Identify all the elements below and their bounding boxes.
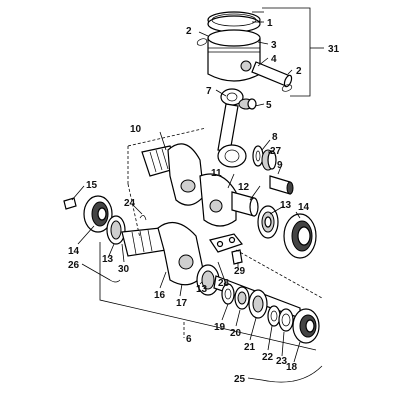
bearing-21 [248, 289, 268, 319]
callout-9: 9 [277, 160, 283, 171]
callout-10: 10 [130, 124, 142, 135]
screw [231, 249, 243, 265]
callout-23: 23 [276, 356, 288, 367]
callout-12: 12 [238, 182, 250, 193]
bracket-31 [262, 7, 324, 97]
connecting-rod [217, 88, 247, 168]
ring-22 [267, 305, 281, 327]
callout-8: 8 [272, 132, 278, 143]
oil-seal-18 [292, 308, 320, 344]
crankshaft-stub [231, 191, 259, 217]
callout-13-lower: 13 [196, 284, 208, 295]
callout-31: 31 [328, 44, 340, 55]
callout-18: 18 [286, 362, 298, 373]
callout-3: 3 [271, 40, 277, 51]
callout-labels: 1 2 3 4 2 31 7 5 10 8 27 9 11 12 13 14 1… [68, 18, 340, 385]
crank-web-lower [157, 221, 205, 286]
callout-6: 6 [186, 334, 192, 345]
big-end-bearing [261, 149, 277, 171]
callout-5: 5 [266, 100, 272, 111]
callout-21: 21 [244, 342, 256, 353]
retainer-plate [209, 233, 244, 253]
ring-23 [278, 308, 294, 332]
callout-4: 4 [271, 54, 277, 65]
callout-16: 16 [154, 290, 166, 301]
callout-2-right: 2 [296, 66, 302, 77]
piston-pin-circlip-right [281, 84, 293, 92]
thrust-washer [252, 145, 264, 167]
callout-19: 19 [214, 322, 226, 333]
oil-seal-14-upper [283, 213, 317, 259]
callout-1: 1 [267, 18, 273, 29]
crank-web-right [199, 173, 237, 227]
snap-ring-25 [261, 365, 323, 383]
callout-29: 29 [234, 266, 246, 277]
callout-24: 24 [124, 198, 136, 209]
callout-25: 25 [234, 374, 246, 385]
callout-13-upper: 13 [280, 200, 292, 211]
callout-27: 27 [270, 146, 282, 157]
crank-web-left [167, 143, 205, 206]
piston [207, 29, 261, 82]
callout-30: 30 [118, 264, 130, 275]
piston-pin-circlip-left [196, 38, 208, 46]
dowel-pin [63, 197, 77, 210]
circlip-26 [109, 279, 121, 283]
callout-15: 15 [86, 180, 98, 191]
callout-22: 22 [262, 352, 274, 363]
bearing-13-left [106, 215, 126, 245]
callout-7: 7 [206, 86, 212, 97]
callout-28: 28 [218, 278, 230, 289]
leader-lines [71, 11, 301, 381]
callout-14-upper: 14 [298, 202, 310, 213]
oil-seal-14-left [83, 195, 113, 233]
piston-rings [207, 11, 261, 33]
bearing-13-upper [257, 205, 279, 239]
key [139, 215, 147, 221]
callout-20: 20 [230, 328, 242, 339]
callout-2-left: 2 [186, 26, 192, 37]
callout-14-left: 14 [68, 246, 80, 257]
callout-11: 11 [211, 168, 222, 179]
bracket-6 [99, 127, 323, 351]
piston-pin [251, 61, 293, 88]
callout-17: 17 [176, 298, 188, 309]
small-end-bearing [238, 98, 257, 110]
washer-20 [234, 286, 250, 310]
callout-13-left: 13 [102, 254, 114, 265]
callout-26: 26 [68, 260, 80, 271]
crank-pin [269, 175, 294, 195]
